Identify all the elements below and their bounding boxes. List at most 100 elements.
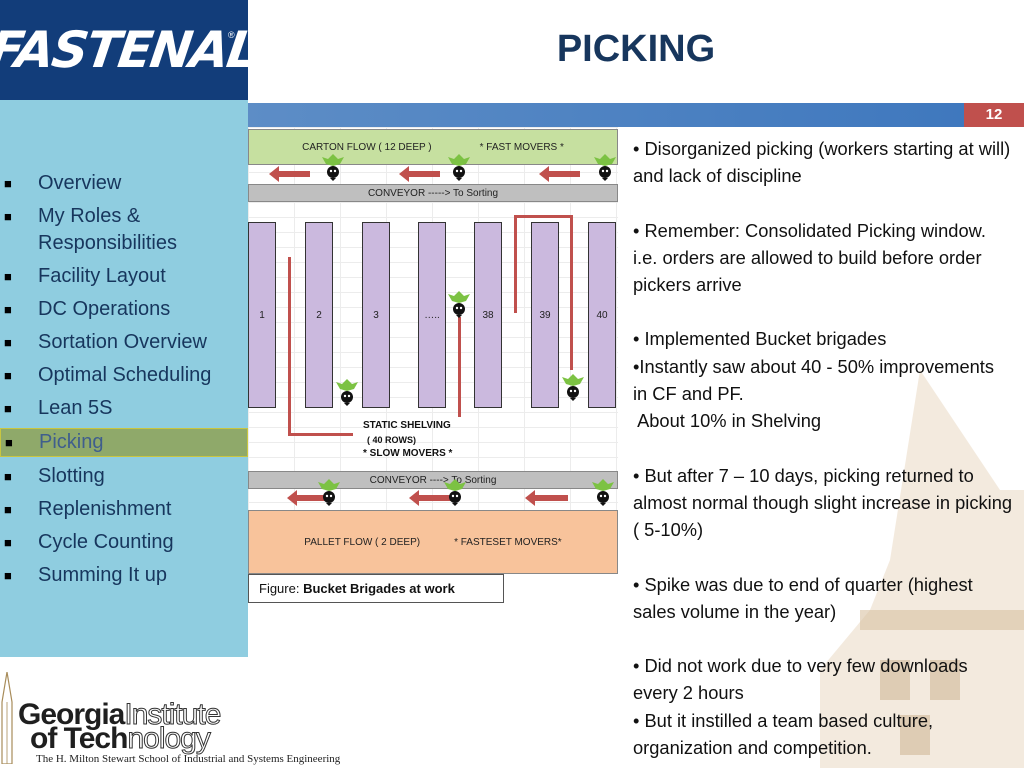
- worker-icon: [336, 379, 358, 406]
- path-line: [570, 215, 573, 370]
- sidebar-item-replenishment[interactable]: ■Replenishment: [0, 496, 248, 523]
- gt-logo-light: nology: [127, 722, 211, 756]
- fastest-movers-label: * FASTESET MOVERS*: [454, 536, 562, 548]
- sidebar-item-label: Overview: [38, 172, 122, 194]
- rack-label: …..: [424, 309, 440, 321]
- sidebar-item-scheduling[interactable]: ■ Optimal Scheduling: [0, 362, 248, 389]
- bullet-item: • Remember: Consolidated Picking window.…: [633, 219, 986, 296]
- sidebar-item-slotting[interactable]: ■ Slotting: [0, 463, 248, 490]
- conveyor-top-band: CONVEYOR -----> To Sorting: [248, 184, 618, 202]
- bullet-list: • Disorganized picking (workers starting…: [633, 135, 1013, 761]
- sidebar-item-picking[interactable]: ■ Picking: [0, 428, 248, 457]
- slow-movers-text: * SLOW MOVERS *: [363, 448, 453, 459]
- bullet-item: • Implemented Bucket brigades: [633, 328, 887, 350]
- bullet-item: • Did not work due to very few downloads…: [633, 655, 968, 704]
- sidebar-item-dc-operations[interactable]: ■ DC Operations: [0, 296, 248, 323]
- bullet-item: About 10% in Shelving: [633, 410, 822, 432]
- worker-icon: [448, 154, 470, 181]
- flow-arrow-icon: [287, 490, 330, 506]
- pallet-flow-label: PALLET FLOW ( 2 DEEP): [304, 536, 421, 548]
- bullet-item: •Instantly saw about 40 - 50% improvemen…: [633, 355, 995, 405]
- figure-caption-title: Bucket Brigades at work: [303, 581, 455, 596]
- figure-prefix: Figure:: [259, 581, 304, 596]
- worker-icon: [322, 154, 344, 181]
- sidebar-item-label: Sortation Overview: [38, 331, 207, 353]
- registered-mark: ®: [228, 30, 235, 40]
- bullet-icon: ■: [4, 302, 12, 317]
- bullet-item: • But it instilled a team based culture,…: [633, 709, 934, 759]
- sidebar: [0, 100, 248, 657]
- sidebar-item-summing-up[interactable]: ■ Summing It up: [0, 562, 248, 589]
- path-line: [514, 215, 517, 313]
- sidebar-item-cycle-counting[interactable]: ■Cycle Counting: [0, 529, 248, 556]
- bullet-item: • Disorganized picking (workers starting…: [633, 138, 1011, 187]
- sidebar-item-sortation[interactable]: ■Sortation Overview: [0, 329, 248, 356]
- flow-arrow-icon: [399, 166, 440, 182]
- bullet-icon: ■: [4, 469, 12, 484]
- gt-logo-line2: of Technology: [30, 722, 211, 756]
- flow-arrow-icon: [409, 490, 452, 506]
- sidebar-item-label: Picking: [39, 431, 104, 453]
- worker-icon: [592, 479, 614, 506]
- rows-text: ( 40 ROWS): [367, 435, 417, 445]
- sidebar-item-label: Facility Layout: [38, 265, 166, 287]
- bullet-icon: ■: [4, 269, 12, 284]
- sidebar-item-label: Lean 5S: [38, 397, 113, 419]
- sidebar-item-label: DC Operations: [38, 298, 171, 320]
- conveyor-bottom-band: CONVEYOR ----> To Sorting: [248, 471, 618, 489]
- worker-icon: [448, 291, 470, 318]
- fastenal-logo-text: FASTENAL: [0, 21, 248, 79]
- rack-label: 1: [259, 309, 265, 321]
- rack-1: 1: [248, 222, 276, 408]
- gt-logo-bold: Georgia: [18, 698, 125, 731]
- sidebar-item-overview[interactable]: ■ Overview: [0, 170, 248, 197]
- conveyor-bottom-label: CONVEYOR ----> To Sorting: [369, 474, 497, 486]
- sidebar-item-label: Optimal Scheduling: [38, 364, 212, 386]
- path-line: [458, 317, 461, 417]
- rack-38: 38: [474, 222, 502, 408]
- tower-icon: [1, 672, 13, 764]
- fastenal-logo: FASTENAL: [0, 0, 248, 100]
- bullet-icon: ■: [4, 209, 12, 224]
- bullet-item: • But after 7 – 10 days, picking returne…: [633, 464, 1013, 541]
- rack-2: 2: [305, 222, 333, 408]
- gt-logo-line1: GeorgiaInstitute: [18, 698, 222, 732]
- rack-label: 38: [482, 309, 494, 321]
- rack-label: 2: [316, 309, 322, 321]
- flow-arrow-icon: [269, 166, 310, 182]
- sidebar-item-roles[interactable]: ■ My Roles & Responsibilities: [0, 203, 248, 257]
- rack-ellipsis: …..: [418, 222, 446, 408]
- slide-number: 12: [964, 103, 1024, 127]
- carton-flow-band: CARTON FLOW ( 12 DEEP ) * FAST MOVERS *: [248, 129, 618, 165]
- slide-title: PICKING: [556, 28, 716, 70]
- figure-caption: Figure: Bucket Brigades at work: [248, 574, 504, 603]
- bullet-icon: ■: [4, 401, 12, 416]
- bullet-icon: ■: [5, 435, 13, 450]
- sidebar-item-facility-layout[interactable]: ■ Facility Layout: [0, 263, 248, 290]
- sidebar-item-label: My Roles & Responsibilities: [38, 205, 177, 254]
- static-shelving-label: STATIC SHELVING ( 40 ROWS) * SLOW MOVERS…: [363, 419, 452, 461]
- static-shelving-text: STATIC SHELVING: [363, 420, 451, 431]
- bullet-icon: ■: [4, 568, 12, 583]
- pallet-flow-band: PALLET FLOW ( 2 DEEP) * FASTESET MOVERS*: [248, 510, 618, 574]
- rack-3: 3: [362, 222, 390, 408]
- gt-logo-light: Institute: [124, 698, 222, 732]
- gt-logo-bold: of Tech: [30, 722, 128, 755]
- rack-label: 40: [596, 309, 608, 321]
- bullet-icon: ■: [4, 176, 12, 191]
- worker-icon: [444, 479, 466, 506]
- fast-movers-label: * FAST MOVERS *: [479, 141, 564, 153]
- bullet-icon: ■: [4, 368, 12, 383]
- rack-label: 3: [373, 309, 379, 321]
- rack-40: 40: [588, 222, 616, 408]
- worker-icon: [594, 154, 616, 181]
- sidebar-item-lean-5s[interactable]: ■ Lean 5S: [0, 395, 248, 422]
- bullet-item: • Spike was due to end of quarter (highe…: [633, 573, 973, 622]
- sidebar-item-label: Slotting: [38, 465, 105, 487]
- path-line: [288, 257, 291, 435]
- rack-39: 39: [531, 222, 559, 408]
- sidebar-item-label: Replenishment: [38, 498, 172, 520]
- worker-icon: [318, 479, 340, 506]
- sidebar-item-label: Summing It up: [38, 564, 167, 586]
- gt-school-name: The H. Milton Stewart School of Industri…: [36, 753, 341, 765]
